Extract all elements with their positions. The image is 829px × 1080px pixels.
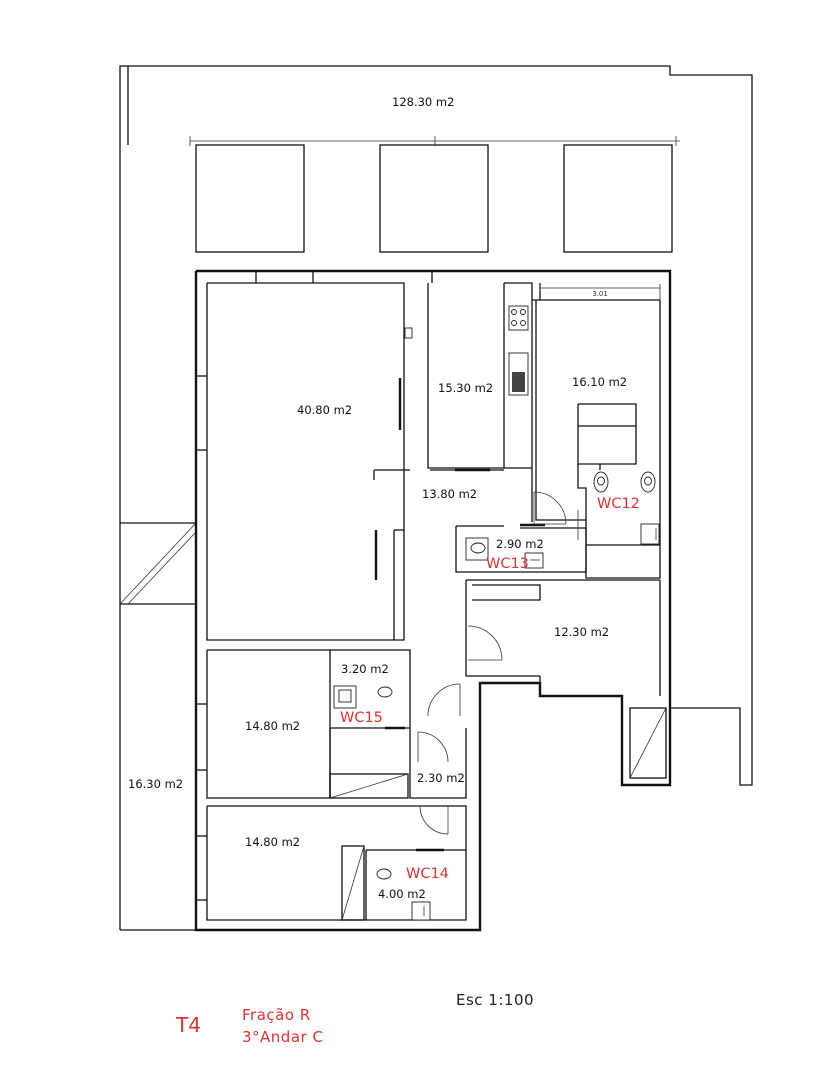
area-kitchen: 15.30 m2 — [438, 381, 493, 395]
area-closet: 2.30 m2 — [417, 771, 465, 785]
suite-walls: 3.01 — [535, 284, 661, 579]
wc14-walls — [341, 845, 466, 921]
area-wc13: 2.90 m2 — [496, 537, 544, 551]
fraction-line1: Fração R — [242, 1006, 311, 1024]
area-bedroom-mid: 12.30 m2 — [554, 625, 609, 639]
label-wc12: WC12 — [597, 496, 640, 512]
planter-boxes — [189, 136, 680, 253]
swing-doors — [417, 491, 579, 835]
apartment-walls — [194, 269, 672, 932]
kitchen-walls — [404, 282, 660, 469]
label-wc13: WC13 — [486, 556, 529, 572]
sliding-doors — [373, 378, 545, 852]
area-bedroom-left: 14.80 m2 — [245, 719, 300, 733]
typology-label: T4 — [175, 1013, 201, 1037]
area-wc15: 3.20 m2 — [341, 662, 389, 676]
area-living: 40.80 m2 — [297, 403, 352, 417]
dimension-3-01: 3.01 — [592, 290, 608, 298]
wc-labels: WC12 WC13 WC15 WC14 — [340, 496, 640, 882]
scale-label: Esc 1:100 — [456, 991, 534, 1009]
area-bedroom-bottom: 14.80 m2 — [245, 835, 300, 849]
closet-walls — [329, 728, 467, 799]
bedroom-mid-walls — [465, 579, 661, 696]
label-wc14: WC14 — [406, 866, 449, 882]
wc13-walls — [455, 468, 587, 573]
fraction-line2: 3°Andar C — [242, 1028, 323, 1046]
title-block: Esc 1:100 T4 Fração R 3°Andar C — [175, 991, 534, 1046]
area-bedroom-suite: 16.10 m2 — [572, 375, 627, 389]
right-terrace — [629, 707, 667, 779]
area-terrace-top: 128.30 m2 — [392, 95, 454, 109]
area-terrace-left: 16.30 m2 — [128, 777, 183, 791]
label-wc15: WC15 — [340, 710, 383, 726]
area-labels: 128.30 m2 40.80 m2 15.30 m2 16.10 m2 13.… — [128, 95, 627, 901]
wc15-walls — [329, 649, 411, 798]
area-hall: 13.80 m2 — [422, 487, 477, 501]
area-wc14: 4.00 m2 — [378, 887, 426, 901]
